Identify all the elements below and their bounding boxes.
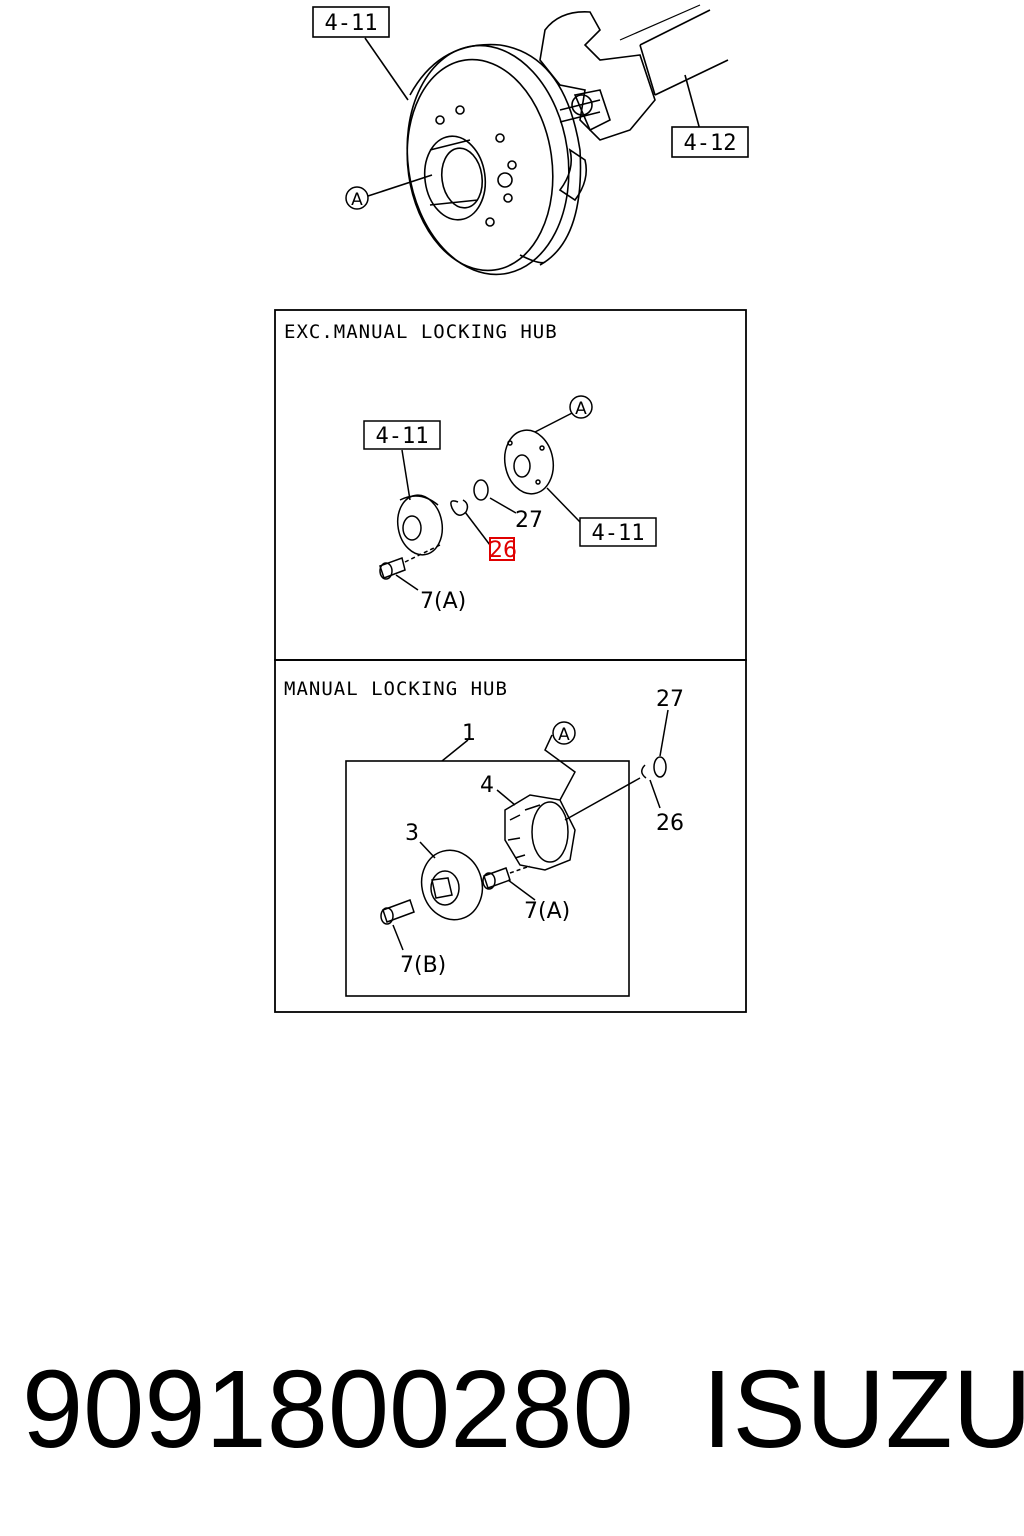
ref-box-4-12 (671, 126, 749, 158)
exc-hub-parts (379, 409, 581, 591)
kit-box-1 (345, 760, 630, 997)
highlight-box-26[interactable] (489, 537, 515, 561)
ref-4-11-top: 4-11 (325, 11, 378, 36)
label-27-exc: 27 (515, 508, 543, 533)
ref-box-4-11-right (579, 517, 657, 547)
label-7a-manual: 7(A) (524, 899, 570, 924)
label-26-manual: 26 (656, 811, 684, 836)
ref-4-11-right: 4-11 (592, 521, 645, 546)
ref-4-12: 4-12 (684, 131, 737, 156)
footer: 9091800280 ISUZU (0, 1345, 1024, 1475)
label-26-exc[interactable]: 26 (489, 538, 517, 563)
panel-exc-frame (274, 309, 747, 661)
manual-hub-parts (380, 709, 669, 951)
ref-box-4-11-top (312, 6, 390, 38)
label-7b: 7(B) (400, 953, 446, 978)
ref-4-11-left: 4-11 (376, 424, 429, 449)
ref-box-4-11-left (363, 420, 441, 450)
panel-exc-title: EXC.MANUAL LOCKING HUB (284, 321, 558, 343)
callout-a-circle-top (345, 186, 369, 210)
callout-a-top: A (351, 190, 363, 210)
top-axle-assembly (364, 4, 729, 276)
callout-a-circle-manual (552, 721, 576, 745)
callout-a-exc: A (575, 399, 587, 419)
panel-manual-title: MANUAL LOCKING HUB (284, 678, 508, 700)
label-3: 3 (405, 821, 419, 846)
callout-a-manual: A (558, 725, 570, 745)
label-7a-exc: 7(A) (420, 589, 466, 614)
label-27-manual: 27 (656, 687, 684, 712)
label-4: 4 (480, 773, 494, 798)
label-1: 1 (462, 721, 476, 746)
panel-manual-frame (274, 659, 747, 1013)
callout-a-circle-exc (569, 395, 593, 419)
part-number: 9091800280 (22, 1348, 634, 1471)
brand-name: ISUZU (702, 1348, 1024, 1471)
